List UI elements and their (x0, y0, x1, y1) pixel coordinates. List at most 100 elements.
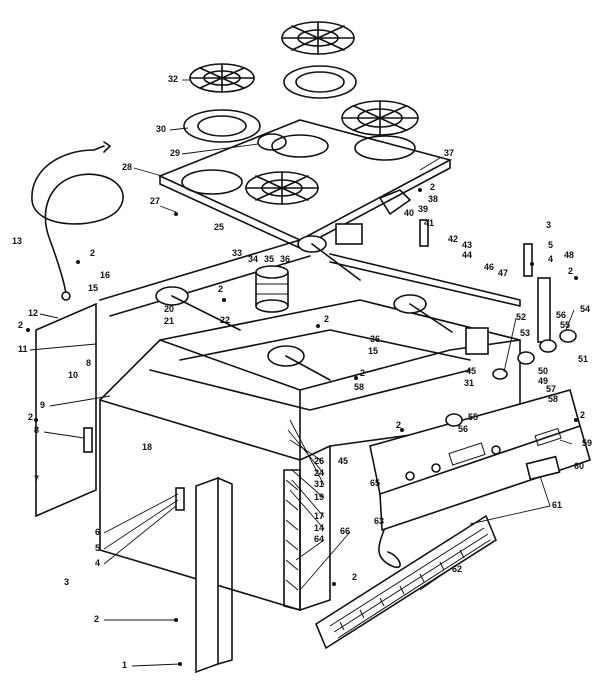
callout-61: 61 (552, 500, 562, 510)
callout-64: 64 (314, 534, 324, 544)
timer-module (525, 455, 561, 481)
callout-2: 2 (18, 320, 23, 330)
callout-55: 55 (560, 320, 570, 330)
callout-50: 50 (538, 366, 548, 376)
callout-36: 36 (370, 334, 380, 344)
burner-bowls (183, 65, 357, 151)
callout-48: 48 (564, 250, 574, 260)
cooktop-panel (157, 119, 453, 249)
wiring-harness (378, 529, 401, 569)
power-cord (31, 141, 124, 301)
callout-30: 30 (156, 124, 166, 134)
callout-42: 42 (448, 234, 458, 244)
burner-assemblies (155, 235, 453, 381)
callout-45: 45 (338, 456, 348, 466)
callout-33: 33 (232, 248, 242, 258)
callout-2: 2 (94, 614, 99, 624)
callout-39: 39 (418, 204, 428, 214)
callout-35: 35 (264, 254, 274, 264)
callout-13: 13 (12, 236, 22, 246)
callout-60: 60 (574, 461, 584, 471)
callout-16: 16 (100, 270, 110, 280)
burner-grate-rear-left (189, 63, 255, 93)
callout-45: 45 (466, 366, 476, 376)
callout-24: 24 (314, 468, 324, 478)
callout-56: 56 (556, 310, 566, 320)
callout-22: 22 (220, 315, 230, 325)
callout-3: 3 (64, 577, 69, 587)
callout-20: 20 (164, 304, 174, 314)
callout-47: 47 (498, 268, 508, 278)
callout-66: 66 (340, 526, 350, 536)
callout-2: 2 (90, 248, 95, 258)
callout-3: 3 (546, 220, 551, 230)
callout-49: 49 (538, 376, 548, 386)
insulation-strip (283, 469, 301, 611)
callout-57: 57 (546, 384, 556, 394)
callout-65: 65 (370, 478, 380, 488)
callout-21: 21 (164, 316, 174, 326)
callout-1: 1 (122, 660, 127, 670)
callout-8: 8 (86, 358, 91, 368)
callout-10: 10 (68, 370, 78, 380)
burner-grate-front-right (341, 100, 419, 136)
callout-6: 6 (95, 527, 100, 537)
burner-grate-front-left (245, 171, 319, 205)
callout-18: 18 (142, 442, 152, 452)
callout-15: 15 (88, 283, 98, 293)
callout-54: 54 (580, 304, 590, 314)
callout-55: 55 (468, 412, 478, 422)
callout-56: 56 (458, 424, 468, 434)
front-corner-post (195, 476, 233, 674)
callout-5: 5 (95, 543, 100, 553)
callout-58: 58 (354, 382, 364, 392)
callout-29: 29 (170, 148, 180, 158)
callout-62: 62 (452, 564, 462, 574)
callout-2: 2 (580, 410, 585, 420)
callout-19: 19 (314, 492, 324, 502)
callout-2: 2 (352, 572, 357, 582)
callout-8: 8 (34, 425, 39, 435)
callout-53: 53 (520, 328, 530, 338)
callout-58: 58 (548, 394, 558, 404)
callout-2: 2 (430, 182, 435, 192)
burner-grate-rear-right (281, 21, 355, 55)
callout-25: 25 (214, 222, 224, 232)
callout-43: 43 (462, 240, 472, 250)
callout-31: 31 (464, 378, 474, 388)
callout-2: 2 (396, 420, 401, 430)
callout-59: 59 (582, 438, 592, 448)
callout-9: 9 (40, 400, 45, 410)
callout-41: 41 (424, 218, 434, 228)
control-knobs (445, 329, 577, 427)
callout-15: 15 (368, 346, 378, 356)
leader-lines (29, 79, 575, 667)
callout-5: 5 (548, 240, 553, 250)
callout-63: 63 (374, 516, 384, 526)
callout-17: 17 (314, 511, 324, 521)
callout-2: 2 (324, 314, 329, 324)
callout-4: 4 (95, 558, 100, 568)
callout-14: 14 (314, 523, 324, 533)
callout-40: 40 (404, 208, 414, 218)
callout-44: 44 (462, 250, 472, 260)
callout-31: 31 (314, 479, 324, 489)
callout-37: 37 (444, 148, 454, 158)
callout-34: 34 (248, 254, 258, 264)
callout-4: 4 (548, 254, 553, 264)
callout-38: 38 (428, 194, 438, 204)
callout-7: 7 (34, 474, 39, 484)
callout-32: 32 (168, 74, 178, 84)
callout-27: 27 (150, 196, 160, 206)
control-panel (369, 389, 591, 531)
callout-2: 2 (218, 284, 223, 294)
rear-right-bracket (335, 189, 489, 355)
callout-2: 2 (28, 412, 33, 422)
callout-2: 2 (568, 266, 573, 276)
callout-46: 46 (484, 262, 494, 272)
callout-11: 11 (18, 344, 28, 354)
callout-51: 51 (578, 354, 588, 364)
kick-panel (315, 514, 497, 650)
